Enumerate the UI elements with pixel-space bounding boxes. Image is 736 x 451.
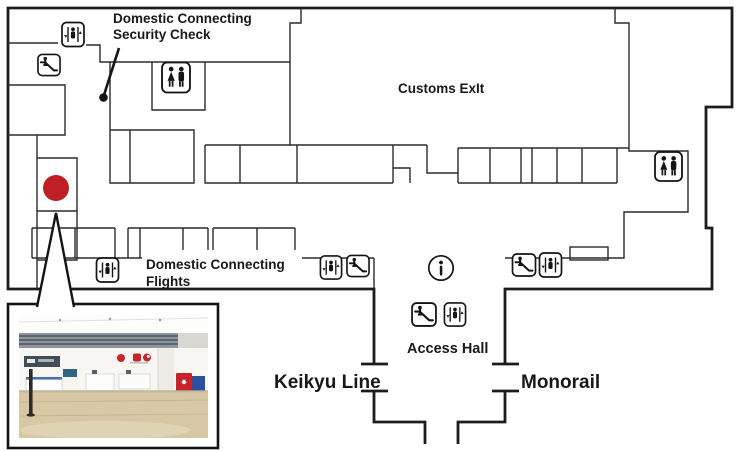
label-security-check-line2: Security Check [113, 27, 211, 42]
escalator-icon [37, 53, 61, 77]
photo-monitor [63, 369, 77, 377]
interior-walls [8, 8, 689, 289]
elevator-icon [319, 255, 343, 280]
label-security-check-line1: Domestic Connecting [113, 11, 252, 26]
photo-floor [19, 390, 208, 438]
info-icon [427, 254, 455, 282]
photo-airline-logos [117, 353, 151, 364]
label-backdrop [142, 250, 302, 287]
terminal-photo [19, 315, 208, 438]
photo-pillar [158, 348, 174, 392]
photo-counters [25, 370, 151, 393]
photo-ceiling [19, 315, 208, 334]
callout-pointer [37, 213, 74, 307]
label-monorail: Monorail [521, 372, 600, 393]
keikyu-passage-wall [372, 391, 427, 444]
escalator-icon [411, 302, 437, 327]
restroom-icon [654, 151, 683, 182]
elevator-icon [443, 302, 467, 327]
leader-dot [99, 93, 108, 102]
restroom-icon [161, 61, 191, 94]
label-customs-exit: Customs ExIt [398, 81, 485, 96]
elevator-icon [95, 257, 120, 283]
monorail-passage-wall [456, 391, 507, 444]
map-icons [37, 21, 683, 327]
map-labels: Domestic Connecting Security Check Custo… [113, 11, 600, 393]
photo-callout [6, 212, 220, 450]
elevator-icon [61, 21, 85, 48]
photo-signboard [24, 356, 60, 367]
escalator-icon [346, 254, 370, 278]
label-flights-line2: Flights [146, 274, 190, 289]
label-keikyu-line: Keikyu Line [274, 372, 381, 393]
photo-bollard [26, 369, 35, 417]
security-check-leader [99, 47, 121, 102]
label-flights-line1: Domestic Connecting [146, 257, 285, 272]
station-gate-marks [361, 362, 519, 393]
photo-ceiling-grille [19, 333, 208, 348]
escalator-icon [511, 253, 537, 277]
label-access-hall: Access Hall [407, 341, 488, 357]
elevator-icon [538, 252, 563, 278]
location-marker [43, 175, 69, 201]
